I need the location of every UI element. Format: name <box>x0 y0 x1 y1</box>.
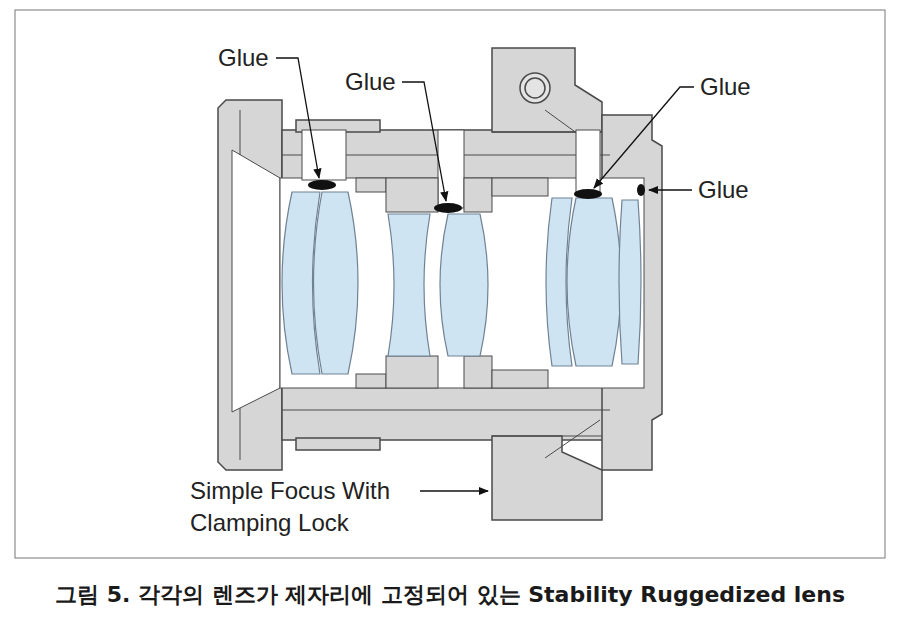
lens-elements <box>619 200 641 364</box>
leader-line <box>276 58 319 178</box>
lens-housing <box>218 48 662 520</box>
lens-elements <box>282 192 641 374</box>
lens-spacers <box>356 178 386 192</box>
leader-line <box>276 58 694 491</box>
lens-spacers <box>356 374 386 388</box>
lens-spacers <box>386 356 438 388</box>
glue-label: Glue <box>700 71 760 103</box>
lens-elements <box>567 198 621 366</box>
leader-line <box>420 490 488 491</box>
housing-detail-lines <box>545 420 600 458</box>
optical-bore <box>302 130 346 180</box>
figure-caption: 그림 5. 각각의 렌즈가 제자리에 고정되어 있는 Stability Rug… <box>0 580 900 610</box>
lens-spacers <box>356 178 548 388</box>
lens-spacers <box>386 178 438 212</box>
glue-dot <box>434 203 462 213</box>
optical-bore <box>576 130 600 192</box>
glue-dot <box>637 184 645 196</box>
lens-housing <box>296 438 380 450</box>
lens-elements <box>388 214 430 356</box>
optical-bore <box>438 130 464 208</box>
focus-label: Simple Focus With Clamping Lock <box>190 475 416 539</box>
leader-line <box>594 87 694 188</box>
clamp-screw <box>520 73 550 103</box>
leader-line <box>649 189 692 190</box>
leader-line <box>402 82 446 201</box>
optical-bore <box>232 150 280 412</box>
clamp-screw <box>520 73 550 103</box>
lens-housing <box>218 100 282 470</box>
lens-housing <box>492 436 602 520</box>
clamp-screw <box>525 78 545 98</box>
lens-spacers <box>464 178 492 212</box>
optical-bore <box>232 130 644 412</box>
lens-spacers <box>464 356 492 388</box>
lens-spacers <box>492 370 548 388</box>
housing-detail-lines <box>492 436 602 437</box>
optical-bore <box>280 178 644 388</box>
figure-frame <box>15 10 885 558</box>
glue-dot <box>308 180 336 190</box>
lens-elements <box>440 214 488 356</box>
lens-housing <box>282 130 612 440</box>
glue-dot <box>308 180 645 213</box>
lens-housing <box>492 48 602 132</box>
glue-label: Glue <box>698 174 758 206</box>
glue-label: Glue <box>345 66 405 98</box>
glue-dot <box>574 189 602 199</box>
lens-spacers <box>492 178 548 196</box>
glue-label: Glue <box>218 42 278 74</box>
lens-elements <box>314 192 359 374</box>
housing-detail-lines <box>282 410 610 411</box>
